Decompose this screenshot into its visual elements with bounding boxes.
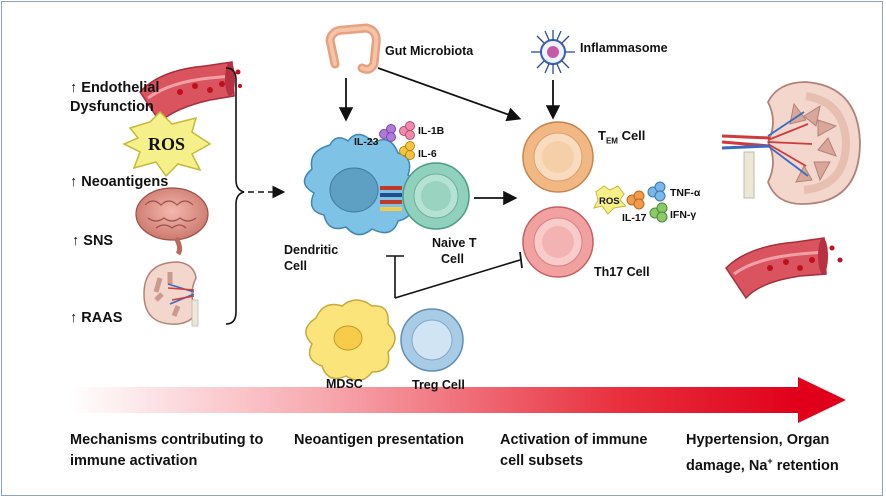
raas-label: ↑ RAAS	[70, 310, 123, 326]
stage4-line1: Hypertension, Organ	[686, 432, 830, 448]
il17-label: IL-17	[622, 212, 647, 224]
arrow-gut-to-tem	[377, 67, 522, 122]
grouping-bracket	[225, 67, 245, 325]
ros-label: ROS	[148, 134, 186, 154]
dysfunction-label: Dysfunction	[70, 99, 154, 115]
stage3-line1: Activation of immune	[500, 432, 648, 448]
inhibition-line	[386, 255, 521, 299]
mdsc-label: MDSC	[326, 377, 363, 391]
inflammasome-icon	[531, 30, 575, 74]
th17-cell-label: Th17 Cell	[594, 265, 650, 279]
endothelial-label: ↑ Endothelial	[70, 80, 160, 96]
ifn-molecule-icon	[649, 202, 668, 223]
il6-label: IL-6	[418, 148, 437, 160]
ros-burst-icon	[122, 110, 212, 178]
il23-molecule-icon	[379, 124, 396, 142]
tnf-label: TNF-α	[670, 187, 701, 199]
il1b-molecule-icon	[399, 121, 415, 140]
brain-icon	[135, 187, 209, 256]
naive-t-cell-icon	[402, 162, 470, 230]
gut-icon	[325, 23, 381, 74]
gut-microbiota-label: Gut Microbiota	[385, 44, 474, 58]
kidney-small-icon	[143, 261, 199, 327]
tcr-mhc-synapse-icon	[380, 186, 402, 211]
ifn-label: IFN-γ	[670, 209, 697, 221]
tem-cell-icon	[522, 121, 594, 193]
stage4-line2: damage, Na+ retention	[686, 456, 839, 474]
stage2-label: Neoantigen presentation	[294, 432, 464, 448]
inhibition-bar	[519, 251, 523, 269]
ros-small-label: ROS	[599, 196, 620, 207]
il23-label: IL-23	[354, 136, 379, 148]
th17-cell-icon	[522, 206, 594, 278]
dendritic-cell-label: Cell	[284, 259, 307, 273]
naive-t-label: Naive T	[432, 236, 477, 250]
tnf-molecule-icon	[647, 181, 666, 202]
mdsc-icon	[305, 299, 396, 381]
kidney-large-icon	[721, 81, 861, 205]
inflammasome-label: Inflammasome	[580, 41, 668, 55]
stage3-line2: cell subsets	[500, 453, 584, 469]
stage1-line1: Mechanisms contributing to	[70, 432, 264, 448]
progression-arrow	[70, 377, 846, 423]
stage1-line2: immune activation	[70, 453, 198, 469]
sns-label: ↑ SNS	[72, 233, 114, 249]
naive-t-cell-label: Cell	[441, 252, 464, 266]
treg-cell-label: Treg Cell	[412, 378, 465, 392]
dendritic-label: Dendritic	[284, 243, 339, 257]
neoantigens-label: ↑ Neoantigens	[70, 174, 169, 190]
treg-cell-icon	[400, 308, 464, 372]
il17-molecule-icon	[626, 190, 645, 210]
tem-cell-label: TEM Cell	[598, 128, 646, 146]
il6-molecule-icon	[399, 141, 415, 160]
il1b-label: IL-1B	[418, 125, 445, 137]
ros-small-burst-icon	[593, 185, 628, 215]
blood-vessel-right-icon	[725, 237, 843, 300]
